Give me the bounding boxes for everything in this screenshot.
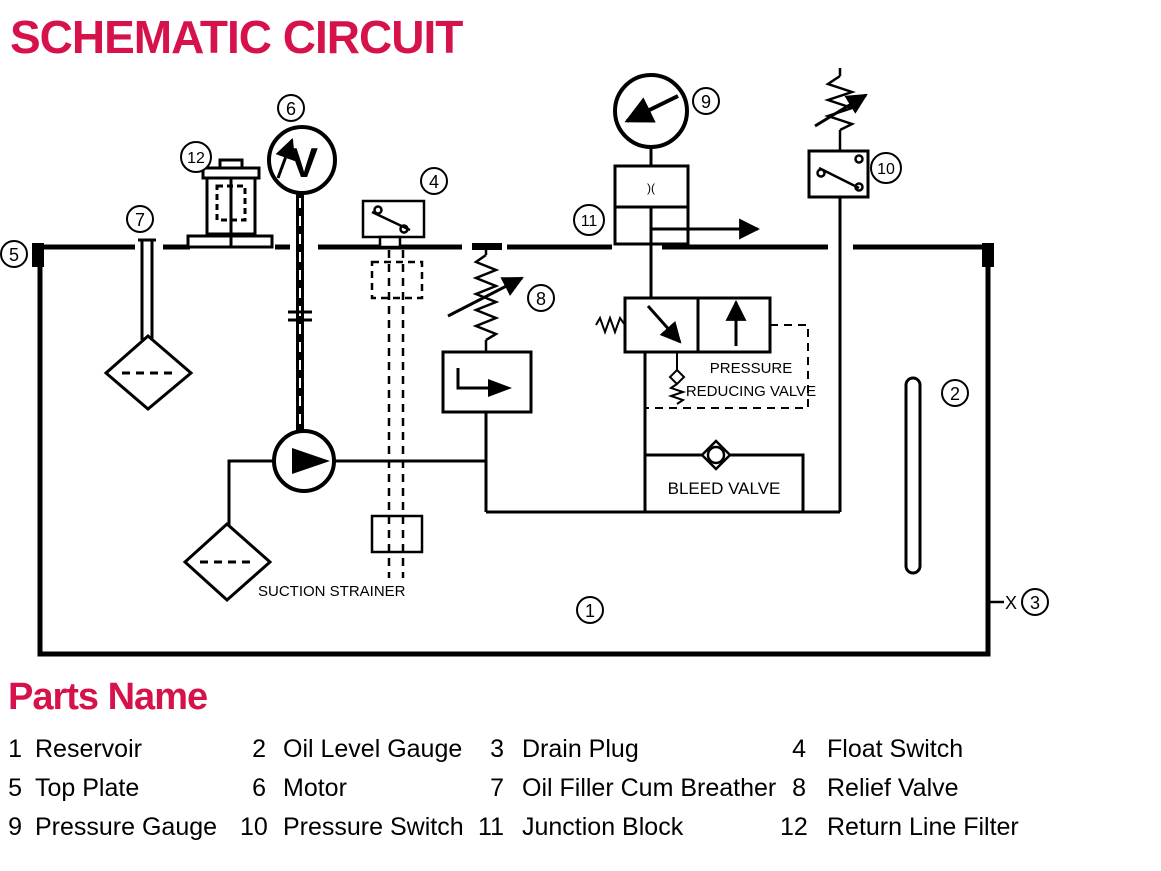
pressure-reducing-valve-label-1: PRESSURE (710, 360, 793, 377)
part-name: Return Line Filter (827, 813, 1019, 841)
pressure-lines (334, 198, 842, 514)
callout-2: 2 (941, 379, 969, 407)
part-name: Top Plate (35, 774, 140, 802)
part-number: 1 (8, 735, 22, 763)
callout-10: 10 (870, 152, 902, 184)
part-number: 4 (792, 735, 806, 763)
svg-text:3: 3 (1030, 593, 1040, 613)
pump (272, 429, 336, 493)
svg-text:)(: )( (647, 181, 655, 195)
reservoir-tank (32, 243, 994, 657)
relief-valve (441, 243, 533, 414)
oil-level-gauge (904, 376, 922, 575)
part-name: Float Switch (827, 735, 964, 763)
svg-text:8: 8 (536, 289, 546, 309)
pressure-reducing-valve: PRESSURE REDUCING VALVE (595, 296, 816, 409)
motor: V (267, 125, 337, 438)
oil-filler-breather (103, 238, 194, 411)
bleed-valve: BLEED VALVE (643, 439, 805, 514)
svg-text:11: 11 (581, 213, 598, 230)
callout-5: 5 (0, 240, 28, 268)
part-number: 2 (252, 735, 266, 763)
part-number: 8 (792, 774, 806, 802)
part-name: Reservoir (35, 735, 142, 763)
callout-6: 6 (277, 94, 305, 122)
part-number: 5 (8, 774, 22, 802)
part-number: 6 (252, 774, 266, 802)
pressure-gauge (613, 73, 689, 166)
page-title: SCHEMATIC CIRCUIT (10, 11, 463, 63)
part-name: Oil Filler Cum Breather (522, 774, 777, 802)
callouts: 1 2 3 4 5 6 7 8 9 10 11 12 (0, 87, 1049, 624)
part-number: 10 (240, 813, 268, 841)
part-number: 9 (8, 813, 22, 841)
part-name: Relief Valve (827, 774, 959, 802)
svg-text:12: 12 (187, 150, 205, 167)
pressure-reducing-valve-label-2: REDUCING VALVE (686, 383, 816, 400)
bleed-valve-label: BLEED VALVE (668, 479, 781, 498)
part-name: Junction Block (522, 813, 684, 841)
callout-7: 7 (126, 205, 154, 233)
svg-text:9: 9 (701, 92, 711, 112)
float-switch (361, 199, 426, 578)
junction-block: )( (613, 164, 761, 298)
drain-plug: X (988, 593, 1017, 613)
pressure-switch (807, 68, 870, 199)
suction-strainer-label: SUCTION STRAINER (258, 583, 406, 600)
part-number: 7 (490, 774, 504, 802)
svg-text:2: 2 (950, 384, 960, 404)
part-name: Drain Plug (522, 735, 639, 763)
callout-4: 4 (420, 167, 448, 195)
svg-text:4: 4 (429, 172, 439, 192)
callout-8: 8 (527, 284, 555, 312)
parts-name-heading: Parts Name (8, 676, 208, 718)
svg-text:7: 7 (135, 210, 145, 230)
suction-strainer (182, 459, 274, 603)
svg-text:1: 1 (585, 601, 595, 621)
part-name: Pressure Switch (283, 813, 464, 841)
svg-text:5: 5 (9, 245, 19, 265)
motor-symbol: V (290, 139, 318, 186)
svg-text:10: 10 (877, 161, 895, 178)
callout-11: 11 (573, 204, 605, 236)
part-number: 3 (490, 735, 504, 763)
part-number: 11 (478, 813, 504, 841)
return-line-filter (186, 158, 274, 249)
part-name: Oil Level Gauge (283, 735, 463, 763)
part-name: Motor (283, 774, 347, 802)
drain-plug-mark: X (1005, 593, 1017, 613)
svg-text:6: 6 (286, 99, 296, 119)
callout-3: 3 (1021, 588, 1049, 616)
callout-1: 1 (576, 596, 604, 624)
callout-9: 9 (692, 87, 720, 115)
callout-12: 12 (180, 141, 212, 173)
part-number: 12 (780, 813, 808, 841)
part-name: Pressure Gauge (35, 813, 218, 841)
